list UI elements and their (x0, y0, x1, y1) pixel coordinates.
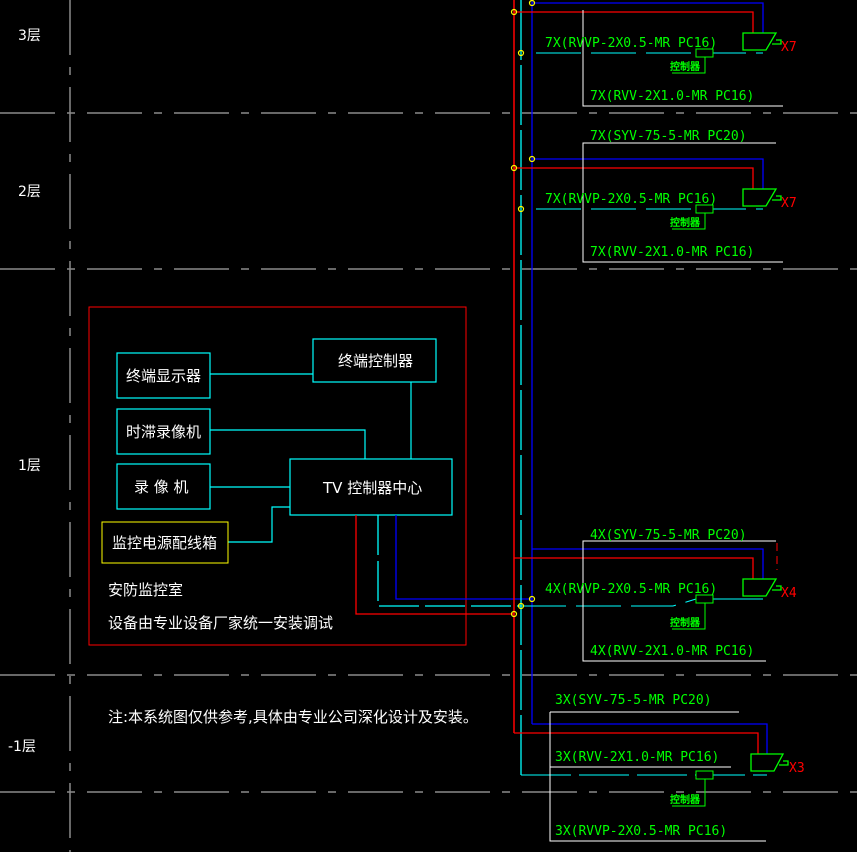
camera-icon (742, 578, 782, 597)
camera-icon (742, 188, 782, 207)
cable-label: 7X(RVVP-2X0.5-MR PC16) (545, 36, 717, 51)
camera-count: X7 (781, 196, 797, 211)
cable-label: 3X(SYV-75-5-MR PC20) (555, 693, 712, 708)
cable-label: 7X(RVV-2X1.0-MR PC16) (590, 245, 754, 260)
camera-count: X3 (789, 761, 805, 776)
controller-label: 控制器 (670, 793, 701, 806)
terminal-display-label: 终端显示器 (126, 367, 201, 385)
cable-label: 4X(RVV-2X1.0-MR PC16) (590, 644, 754, 659)
cable-label: 7X(RVVP-2X0.5-MR PC16) (545, 192, 717, 207)
tv-control-center-label: TV 控制器中心 (322, 479, 422, 497)
floor-label-3: 3层 (18, 28, 41, 44)
cable-label: 4X(RVVP-2X0.5-MR PC16) (545, 582, 717, 597)
cable-label: 3X(RVV-2X1.0-MR PC16) (555, 750, 719, 765)
terminal-controller-label: 终端控制器 (338, 352, 413, 370)
floor-label-1: 1层 (18, 458, 41, 474)
camera-count: X4 (781, 586, 797, 601)
branch-floor-1: 4X(SYV-75-5-MR PC20) 4X(RVVP-2X0.5-MR PC… (514, 528, 797, 662)
floor-label-2: 2层 (18, 184, 41, 200)
cable-label: 7X(SYV-75-5-MR PC20) (590, 129, 747, 144)
branch-floor-b1: 3X(SYV-75-5-MR PC20) 3X(RVV-2X1.0-MR PC1… (514, 693, 805, 842)
timelapse-recorder-label: 时滞录像机 (126, 423, 201, 441)
controller-label: 控制器 (670, 216, 701, 229)
branch-floor-3: 7X(RVVP-2X0.5-MR PC16) 控制器 X7 7X(RVV-2X1… (514, 2, 797, 107)
cable-label: 7X(RVV-2X1.0-MR PC16) (590, 89, 754, 104)
camera-icon (742, 32, 782, 51)
install-note: 设备由专业设备厂家统一安装调试 (108, 614, 333, 632)
power-box-label: 监控电源配线箱 (112, 534, 217, 552)
controller-label: 控制器 (670, 60, 701, 73)
terminal-display-box (116, 352, 211, 399)
terminal-controller-box (312, 338, 437, 383)
cable-label: 4X(SYV-75-5-MR PC20) (590, 528, 747, 543)
branch-floor-2: 7X(SYV-75-5-MR PC20) 7X(RVVP-2X0.5-MR PC… (514, 129, 797, 263)
cable-label: 3X(RVVP-2X0.5-MR PC16) (555, 824, 727, 839)
timelapse-recorder-box (116, 408, 211, 455)
power-distribution-box (101, 521, 229, 564)
room-name: 安防监控室 (108, 581, 183, 599)
system-note: 注:本系统图仅供参考,具体由专业公司深化设计及安装。 (108, 708, 478, 726)
controller-label: 控制器 (670, 616, 701, 629)
control-room-boundary (88, 306, 467, 646)
camera-count: X7 (781, 40, 797, 55)
camera-icon (750, 753, 789, 772)
recorder-label: 录 像 机 (134, 478, 189, 496)
floor-label-b1: -1层 (8, 739, 36, 755)
